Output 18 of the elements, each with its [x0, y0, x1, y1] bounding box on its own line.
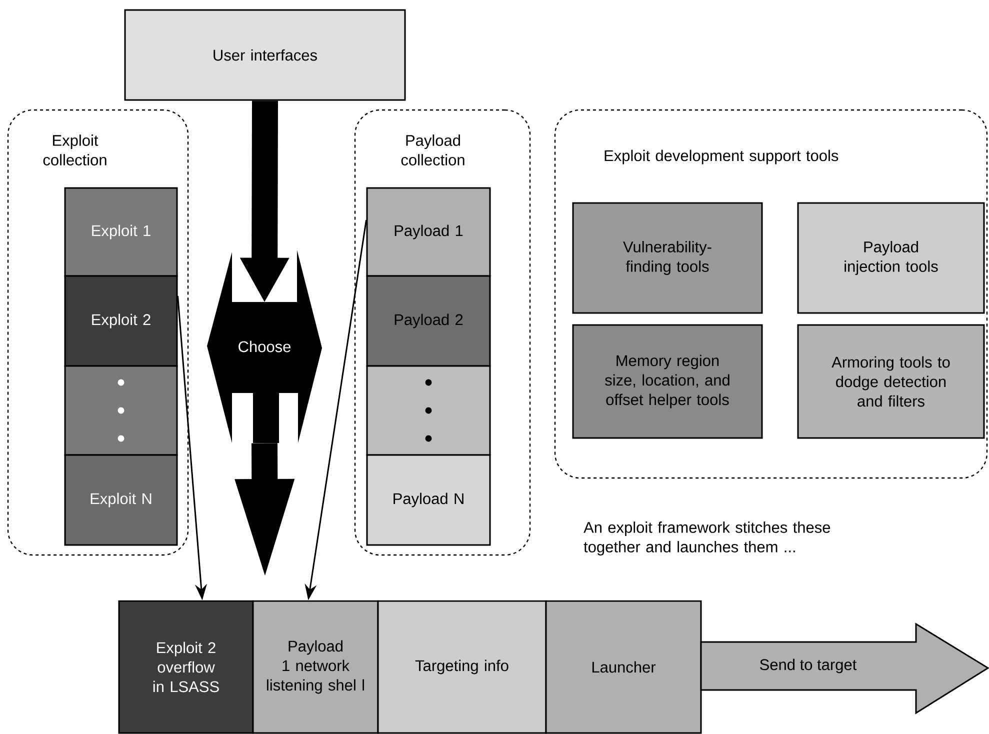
exploit-box: Exploit 1 [64, 187, 178, 277]
tool-box: Armoring tools to dodge detection and filters [797, 324, 985, 439]
ellipsis-box [64, 365, 178, 456]
tool-box: Memory region size, location, and offset helper tools [572, 324, 763, 439]
payload-box: Payload 2 [366, 275, 491, 367]
tool-box: Payload injection tools [797, 202, 985, 314]
payload-box: Payload N [366, 454, 491, 546]
framework-cell: Launcher [545, 600, 702, 734]
framework-cell: Targeting info [377, 600, 547, 734]
framework-cell: Exploit 2 overflow in LSASS [118, 600, 254, 734]
tool-box: Vulnerability-finding tools [572, 202, 763, 314]
payload-box: Payload 1 [366, 187, 491, 277]
exploit-box: Exploit 2 [64, 275, 178, 367]
ellipsis-box [366, 365, 491, 456]
note-text: An exploit framework stitches these together and launches them ... [584, 522, 830, 556]
exploit-box: Exploit N [64, 454, 178, 546]
interface-box: User interfaces [124, 9, 406, 101]
framework-cell: Payload 1 network listening shel l [252, 600, 379, 734]
